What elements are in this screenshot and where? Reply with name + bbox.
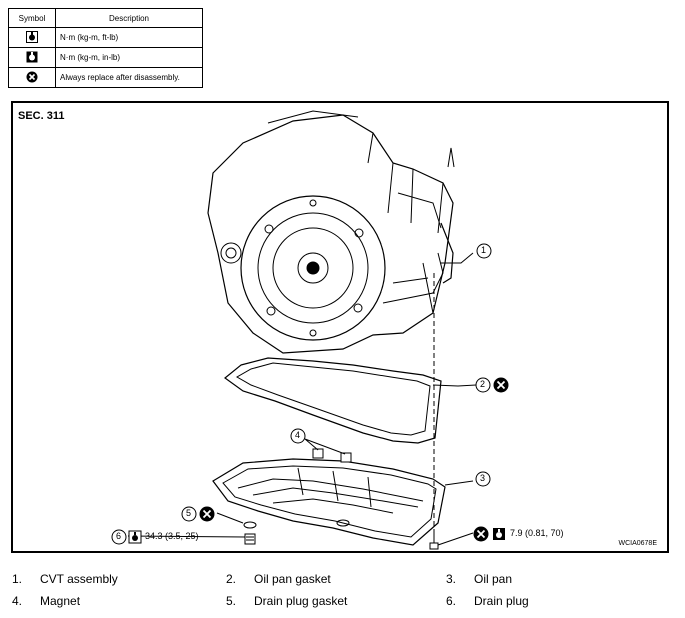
callout-6: 6	[116, 531, 122, 541]
part-name: Oil pan	[474, 572, 513, 586]
exploded-view-diagram: SEC. 311	[11, 101, 669, 553]
callout-5: 5	[186, 508, 192, 518]
part-name: CVT assembly	[40, 572, 118, 586]
section-label: SEC. 311	[18, 110, 65, 122]
torque-wrench-small-icon	[26, 51, 38, 62]
part-number: 6.	[446, 594, 457, 608]
diagram-drawing	[111, 110, 509, 550]
replace-part-icon	[199, 506, 215, 522]
callout-2-circle	[475, 377, 491, 393]
part-number: 3.	[446, 572, 457, 586]
torque-wrench-icon	[26, 30, 38, 43]
callout-4-circle	[290, 428, 306, 444]
callout-2: 2	[480, 379, 486, 389]
part-number: 5.	[226, 594, 237, 608]
legend-description: N·m (kg-m, in-lb)	[55, 47, 203, 68]
legend-description: N·m (kg-m, ft-lb)	[55, 27, 203, 48]
list-item: 1. CVT assembly	[12, 572, 118, 586]
replace-part-icon	[493, 377, 509, 393]
legend-row: Always replace after disassembly.	[8, 67, 203, 88]
legend-header-row: Symbol Description	[8, 8, 203, 28]
part-name: Magnet	[40, 594, 81, 608]
part-name: Drain plug gasket	[254, 594, 348, 608]
figure-id: WCIA0678E	[618, 540, 657, 547]
replace-part-icon	[473, 526, 489, 542]
list-item: 6. Drain plug	[446, 594, 529, 608]
symbol-legend-table: Symbol Description N·m (kg-m, ft-lb) N·m…	[8, 8, 203, 88]
callout-3-circle	[475, 471, 491, 487]
callout-6-circle	[111, 529, 127, 545]
oil-pan-bolt-torque-value: 7.9 (0.81, 70)	[510, 528, 564, 538]
torque-wrench-icon	[128, 530, 142, 544]
drain-plug-drawing	[243, 521, 257, 545]
part-number: 1.	[12, 572, 23, 586]
list-item: 3. Oil pan	[446, 572, 512, 586]
legend-description: Always replace after disassembly.	[55, 67, 203, 88]
callout-1: 1	[481, 245, 487, 255]
cvt-assembly-drawing	[207, 110, 455, 354]
part-name: Drain plug	[474, 594, 529, 608]
legend-header-symbol: Symbol	[8, 8, 56, 28]
drain-plug-torque-value: 34.3 (3.5, 25)	[145, 531, 199, 541]
callout-4: 4	[295, 430, 301, 440]
list-item: 4. Magnet	[12, 594, 80, 608]
oil-pan-drawing	[212, 458, 446, 546]
part-name: Oil pan gasket	[254, 572, 331, 586]
part-number: 4.	[12, 594, 23, 608]
list-item: 5. Drain plug gasket	[226, 594, 347, 608]
legend-row: N·m (kg-m, ft-lb)	[8, 27, 203, 48]
part-number: 2.	[226, 572, 237, 586]
callout-1-circle	[476, 243, 492, 259]
list-item: 2. Oil pan gasket	[226, 572, 331, 586]
legend-row: N·m (kg-m, in-lb)	[8, 47, 203, 68]
callout-5-circle	[181, 506, 197, 522]
oil-pan-gasket-drawing	[224, 357, 442, 444]
replace-part-icon	[26, 71, 38, 82]
torque-wrench-small-icon	[493, 528, 505, 540]
magnet-drawing	[312, 448, 352, 463]
callout-3: 3	[480, 473, 486, 483]
legend-header-description: Description	[55, 8, 203, 28]
